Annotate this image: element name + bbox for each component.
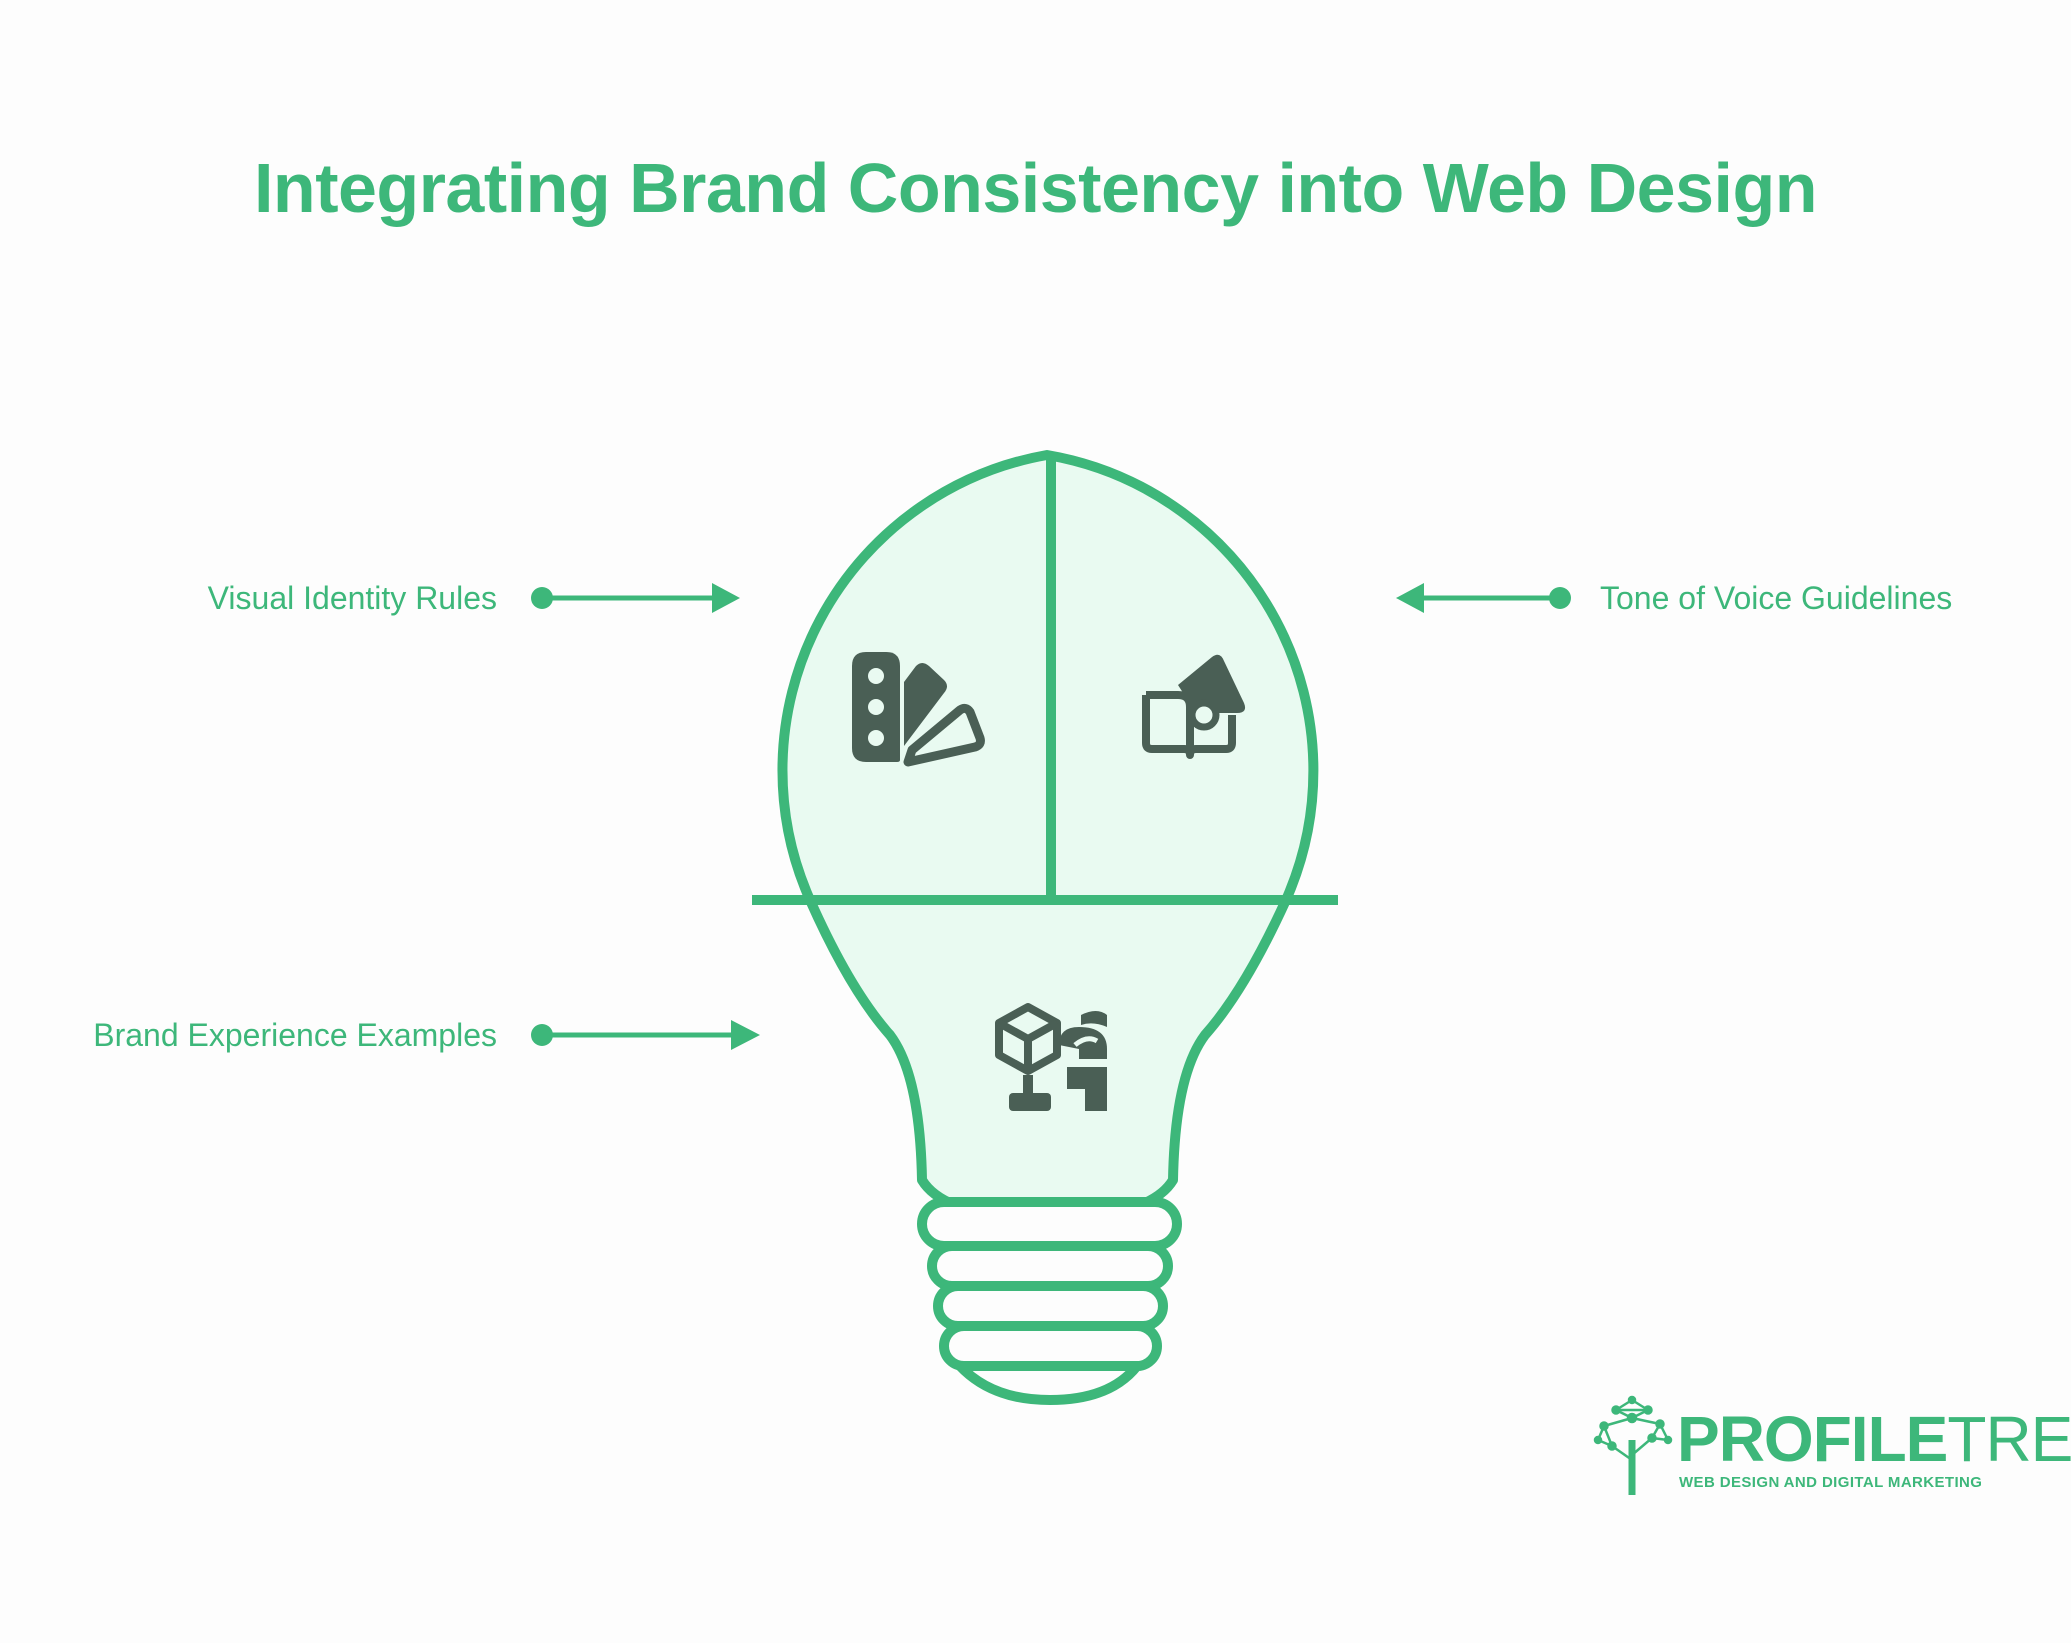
logo-tagline: WEB DESIGN AND DIGITAL MARKETING — [1679, 1474, 1983, 1491]
arrow-visual-identity — [531, 583, 740, 613]
label-tone-of-voice-guidelines: Tone of Voice Guidelines — [1600, 580, 1953, 616]
arrow-brand-experience — [531, 1020, 760, 1050]
bulb-base — [917, 1197, 1182, 1405]
megaphone-book-icon — [1142, 654, 1246, 759]
logo-wordmark: PROFILETREE — [1677, 1405, 2071, 1473]
box-user-icon — [995, 1003, 1107, 1111]
logo-name-light: TREE — [1947, 1403, 2071, 1475]
label-brand-experience-examples: Brand Experience Examples — [93, 1017, 497, 1053]
arrow-tone-of-voice — [1396, 583, 1571, 613]
label-visual-identity-rules: Visual Identity Rules — [207, 580, 497, 616]
tree-network-icon — [1593, 1395, 1673, 1495]
logo-name-bold: PROFILE — [1677, 1403, 1948, 1475]
page-title: Integrating Brand Consistency into Web D… — [253, 149, 1818, 227]
color-swatch-icon — [852, 652, 985, 767]
